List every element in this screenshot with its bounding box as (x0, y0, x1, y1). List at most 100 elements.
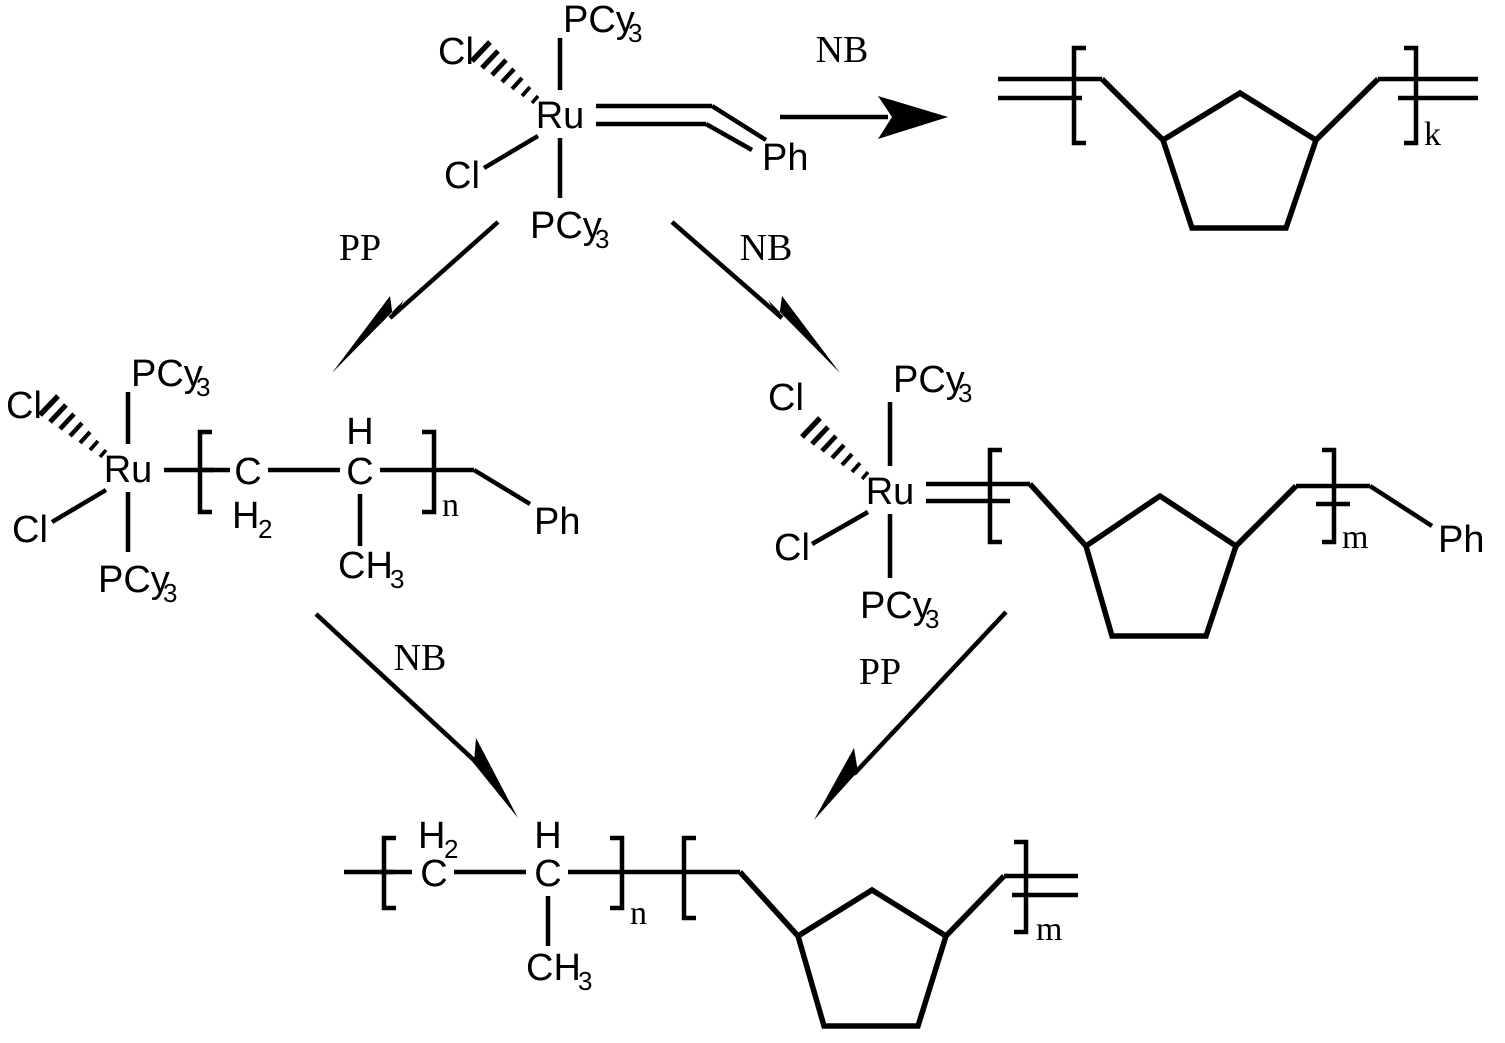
pnb-close-bracket-bottom (1014, 839, 1029, 935)
pcy3-label-top: PCy 3 (563, 0, 642, 48)
ch3-subscript-bottom: 3 (578, 966, 592, 996)
pp-repeat-index-n-bottom: n (630, 895, 647, 932)
cl-atom-label-upper: Cl (438, 31, 474, 73)
pcy3-label-top-right: PCy 3 (893, 359, 972, 408)
pnb-right-chain-bottom (944, 874, 1006, 938)
polynorbornene-repeat-index-k: k (1424, 116, 1441, 153)
pcy3-subscript-bottom-right: 3 (925, 604, 939, 634)
arrow-bottom-right: PP (814, 610, 1008, 820)
cl-atom-label-lower: Cl (444, 155, 480, 197)
cyclopentane-ring-middle (1082, 492, 1240, 639)
bond-ru-cl-plain-right (810, 510, 870, 546)
pcy3-subscript-top-left: 3 (196, 372, 210, 402)
pnb-left-chain-bottom (737, 870, 801, 938)
pnb-repeat-index-m-bottom: m (1036, 911, 1062, 948)
pcy3-label-bottom-left: PCy 3 (98, 559, 177, 608)
arrow-left-down-label: PP (339, 227, 381, 269)
pnb-open-bracket-bottom (681, 835, 696, 921)
pcy3-subscript-bottom-left: 3 (163, 578, 177, 608)
arrow-bottom-right-label: PP (859, 651, 901, 693)
pcy3-label-bottom: PCy 3 (530, 205, 609, 254)
pnb-repeat-index-m-right: m (1342, 519, 1368, 556)
ch3-subscript-left: 3 (390, 564, 404, 594)
cl-atom-label-lower-right: Cl (774, 527, 810, 569)
h2-text-bottom: H (418, 815, 445, 857)
structure-polynorbornene-product: k (998, 45, 1478, 231)
h2-subscript-left: 2 (258, 514, 272, 544)
cyclopentane-ring-top (1159, 89, 1320, 231)
pcy3-text-top-right: PCy (893, 359, 965, 401)
carbon-atom-ch-bottom: C (534, 853, 561, 895)
ch3-label-bottom: CH 3 (526, 947, 592, 996)
h2-subscript-bottom: 2 (444, 834, 458, 864)
pcy3-subscript-top: 3 (628, 18, 642, 48)
ph-end-group-label-catalyst: Ph (762, 137, 808, 179)
arrow-bottom-left-shaft (314, 612, 478, 764)
bond-ru-cl-plain-left (50, 488, 108, 524)
bond-to-ph-left (472, 468, 532, 506)
structure-ru-polynorbornene: Ru Cl Cl PCy 3 PCy 3 (768, 359, 1484, 639)
h2-label-left: H 2 (232, 495, 272, 544)
arrow-top-right: NB (780, 29, 948, 139)
pcy3-text-bottom-left: PCy (98, 559, 170, 601)
carbon-atom-ch2-left: C (234, 451, 261, 493)
pnb-right-chain-right (1234, 484, 1298, 548)
ru-atom-label-left: Ru (104, 449, 153, 491)
ch3-text-bottom: CH (526, 947, 581, 989)
arrow-left-down-head (332, 296, 404, 373)
carbon-atom-ch2-bottom: C (420, 853, 447, 895)
pcy3-text-top-left: PCy (131, 353, 203, 395)
pcy3-subscript-top-right: 3 (958, 378, 972, 408)
cl-atom-label-upper-left: Cl (6, 385, 42, 427)
bond-ru-cl-plain (482, 134, 540, 170)
arrow-top-right-label: NB (816, 29, 869, 71)
h2-text-left: H (232, 495, 259, 537)
cyclopentane-ring-bottom (794, 886, 950, 1029)
polynorbornene-left-chain (1100, 77, 1165, 142)
pnb-open-bracket-right (987, 447, 1002, 545)
pcy3-label-top-left: PCy 3 (131, 353, 210, 402)
bond-ru-cl-hashed (470, 40, 540, 105)
bond-ru-cl-hashed-left (38, 394, 108, 459)
h2-label-bottom: H 2 (418, 815, 458, 864)
structure-grubbs-catalyst: Ru Cl Cl (438, 0, 808, 254)
arrow-left-down: PP (332, 220, 500, 373)
arrow-bottom-left: NB (314, 612, 518, 818)
pp-repeat-index-n-left: n (442, 487, 459, 524)
ch3-label-left: CH 3 (338, 545, 404, 594)
arrow-right-down: NB (670, 220, 840, 373)
pcy3-label-bottom-right: PCy 3 (860, 585, 939, 634)
ru-atom-label-right: Ru (866, 471, 915, 513)
polynorbornene-right-chain (1314, 77, 1380, 142)
arrow-right-down-shaft (670, 220, 784, 320)
polynorbornene-close-bracket (1404, 45, 1419, 146)
arrow-bottom-right-head (814, 748, 872, 820)
ru-atom-label: Ru (536, 95, 585, 137)
arrow-right-down-label: NB (740, 227, 793, 269)
arrow-bottom-left-label: NB (394, 637, 447, 679)
structure-ru-polypropylene: Ru Cl Cl PCy 3 PCy 3 (6, 353, 580, 608)
h-label-left: H (346, 411, 373, 453)
carbon-atom-ch-left: C (346, 451, 373, 493)
pnb-close-bracket-right (1322, 447, 1337, 545)
cl-atom-label-lower-left: Cl (12, 509, 48, 551)
ph-end-group-label-left: Ph (534, 501, 580, 543)
arrow-bottom-right-shaft (852, 610, 1008, 776)
pnb-left-chain-right (1027, 482, 1089, 548)
pcy3-text-top: PCy (563, 0, 635, 41)
arrow-top-right-head (878, 96, 948, 139)
h-label-bottom: H (534, 815, 561, 857)
bond-ru-cl-hashed-right (800, 416, 870, 481)
ph-end-group-label-right: Ph (1438, 519, 1484, 561)
bond-carbene-ph-lower (704, 122, 754, 152)
pcy3-text-bottom-right: PCy (860, 585, 932, 627)
arrow-bottom-left-head (458, 738, 518, 818)
structure-block-copolymer: C H 2 C H CH 3 n (344, 815, 1078, 1029)
pcy3-subscript-bottom: 3 (595, 224, 609, 254)
arrow-right-down-head (768, 296, 840, 373)
polynorbornene-open-bracket (1071, 45, 1086, 146)
bond-carbene-ph-upper (710, 104, 768, 142)
pcy3-text-bottom: PCy (530, 205, 602, 247)
